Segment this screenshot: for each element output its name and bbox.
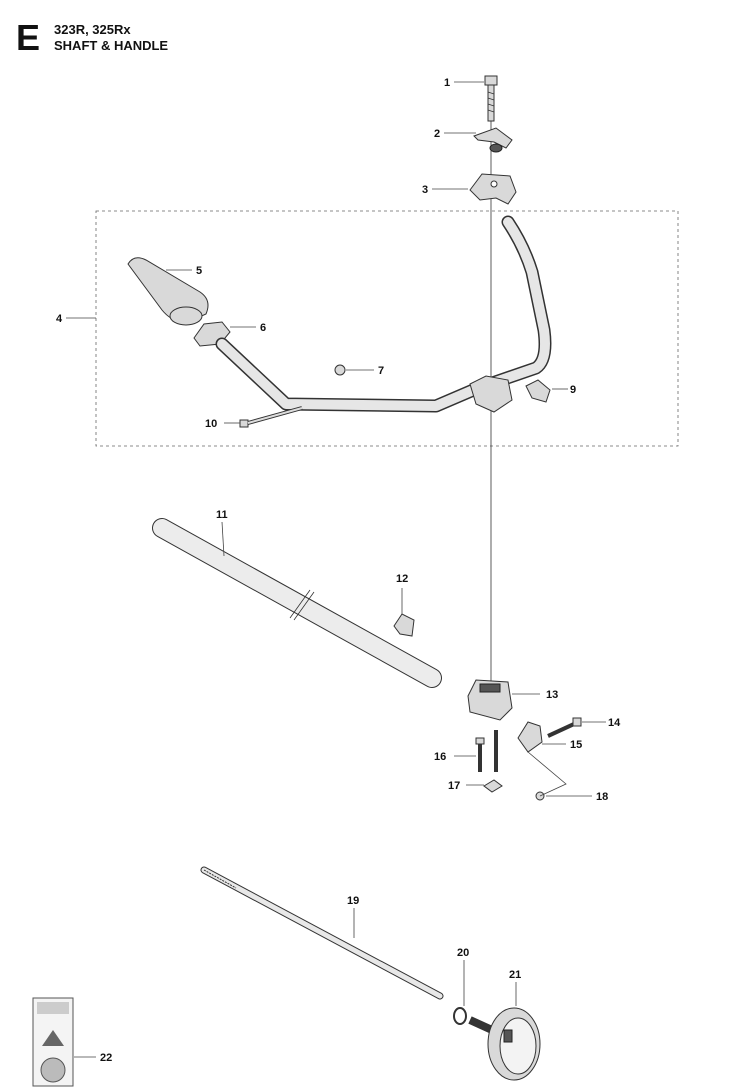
callout-13: 13: [546, 689, 558, 701]
part-3-clamp-top: [469, 173, 517, 205]
section-letter: E: [16, 17, 41, 58]
callout-6: 6: [260, 322, 266, 334]
callout-2: 2: [434, 128, 440, 140]
callout-9: 9: [570, 384, 576, 396]
part-22-decal: [32, 997, 74, 1087]
callout-15: 15: [570, 739, 582, 751]
diagram-title: SHAFT & HANDLE: [54, 38, 169, 53]
part-5-grip: [127, 257, 209, 326]
part-9-knob: [525, 379, 551, 403]
callout-18: 18: [596, 791, 608, 803]
handle-clamp-lower: [469, 375, 513, 413]
callout-20: 20: [457, 947, 469, 959]
handle-group-box: [95, 210, 679, 447]
callout-21: 21: [509, 969, 521, 981]
part-12-knob: [393, 613, 415, 637]
part-7-nut: [334, 364, 346, 376]
part-16-screw: [475, 737, 485, 772]
callout-17: 17: [448, 780, 460, 792]
model-numbers: 323R, 325Rx: [54, 22, 131, 37]
part-21-clutch-drum: [468, 1007, 541, 1081]
callout-22: 22: [100, 1052, 112, 1064]
part-13-clamp: [467, 679, 513, 721]
handlebar: [215, 215, 552, 413]
callout-4: 4: [56, 313, 63, 325]
part-15-bracket: [517, 721, 543, 753]
callout-12: 12: [396, 573, 408, 585]
callout-16: 16: [434, 751, 446, 763]
part-14-screw: [547, 717, 582, 738]
leader-lines: [66, 81, 606, 1058]
part-19-drive-shaft: [200, 866, 444, 1000]
callout-1: 1: [444, 77, 450, 89]
part-1-bolt: [484, 75, 498, 122]
part-17-nut: [483, 779, 503, 793]
callout-3: 3: [422, 184, 428, 196]
callout-14: 14: [608, 717, 621, 729]
callout-7: 7: [378, 365, 384, 377]
callout-5: 5: [196, 265, 202, 277]
part-11-tube: [152, 518, 442, 688]
part-20-ring: [453, 1007, 467, 1025]
callout-10: 10: [205, 418, 217, 430]
callout-19: 19: [347, 895, 359, 907]
part-2-knob: [473, 127, 513, 153]
callout-11: 11: [216, 509, 228, 521]
callout-labels: 1 2 3 4 5 6 7 9 10 11 12 13 14 15 16 17 …: [56, 77, 621, 1064]
part-10-screw: [239, 406, 303, 428]
